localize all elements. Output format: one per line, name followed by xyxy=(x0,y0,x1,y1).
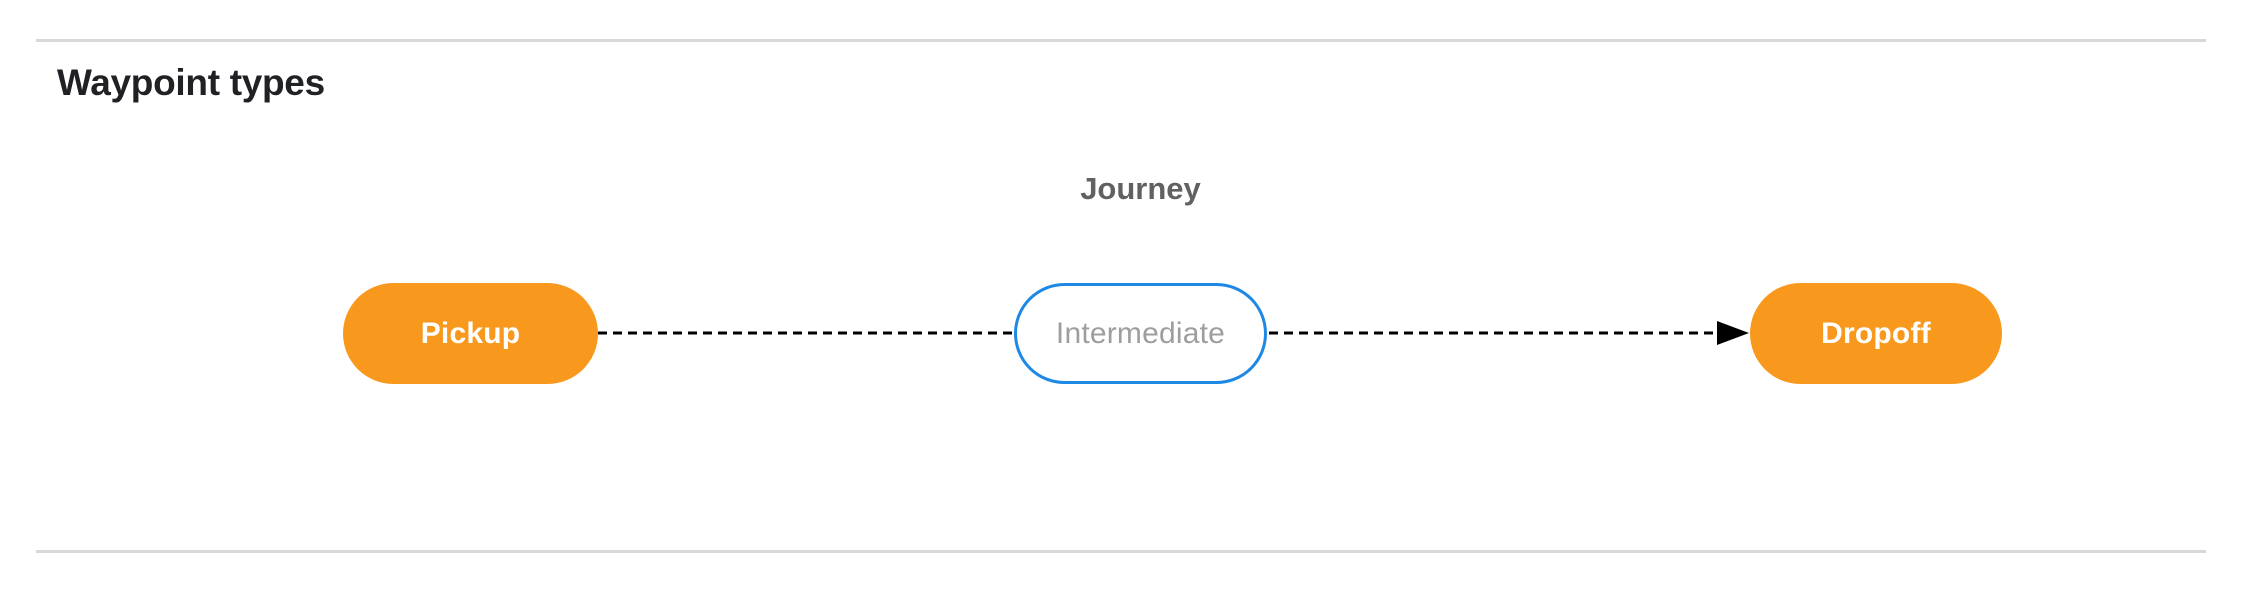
bottom-divider xyxy=(36,550,2206,553)
node-dropoff-label: Dropoff xyxy=(1821,316,1931,350)
page-title: Waypoint types xyxy=(57,62,325,103)
node-dropoff: Dropoff xyxy=(1750,283,2002,384)
top-divider xyxy=(36,39,2206,42)
node-pickup-label: Pickup xyxy=(420,316,521,350)
node-intermediate: Intermediate xyxy=(1014,283,1267,384)
node-intermediate-label: Intermediate xyxy=(1055,316,1226,350)
journey-caption: Journey xyxy=(1080,171,1201,206)
node-pickup: Pickup xyxy=(343,283,598,384)
arrowhead-icon xyxy=(1717,321,1749,345)
